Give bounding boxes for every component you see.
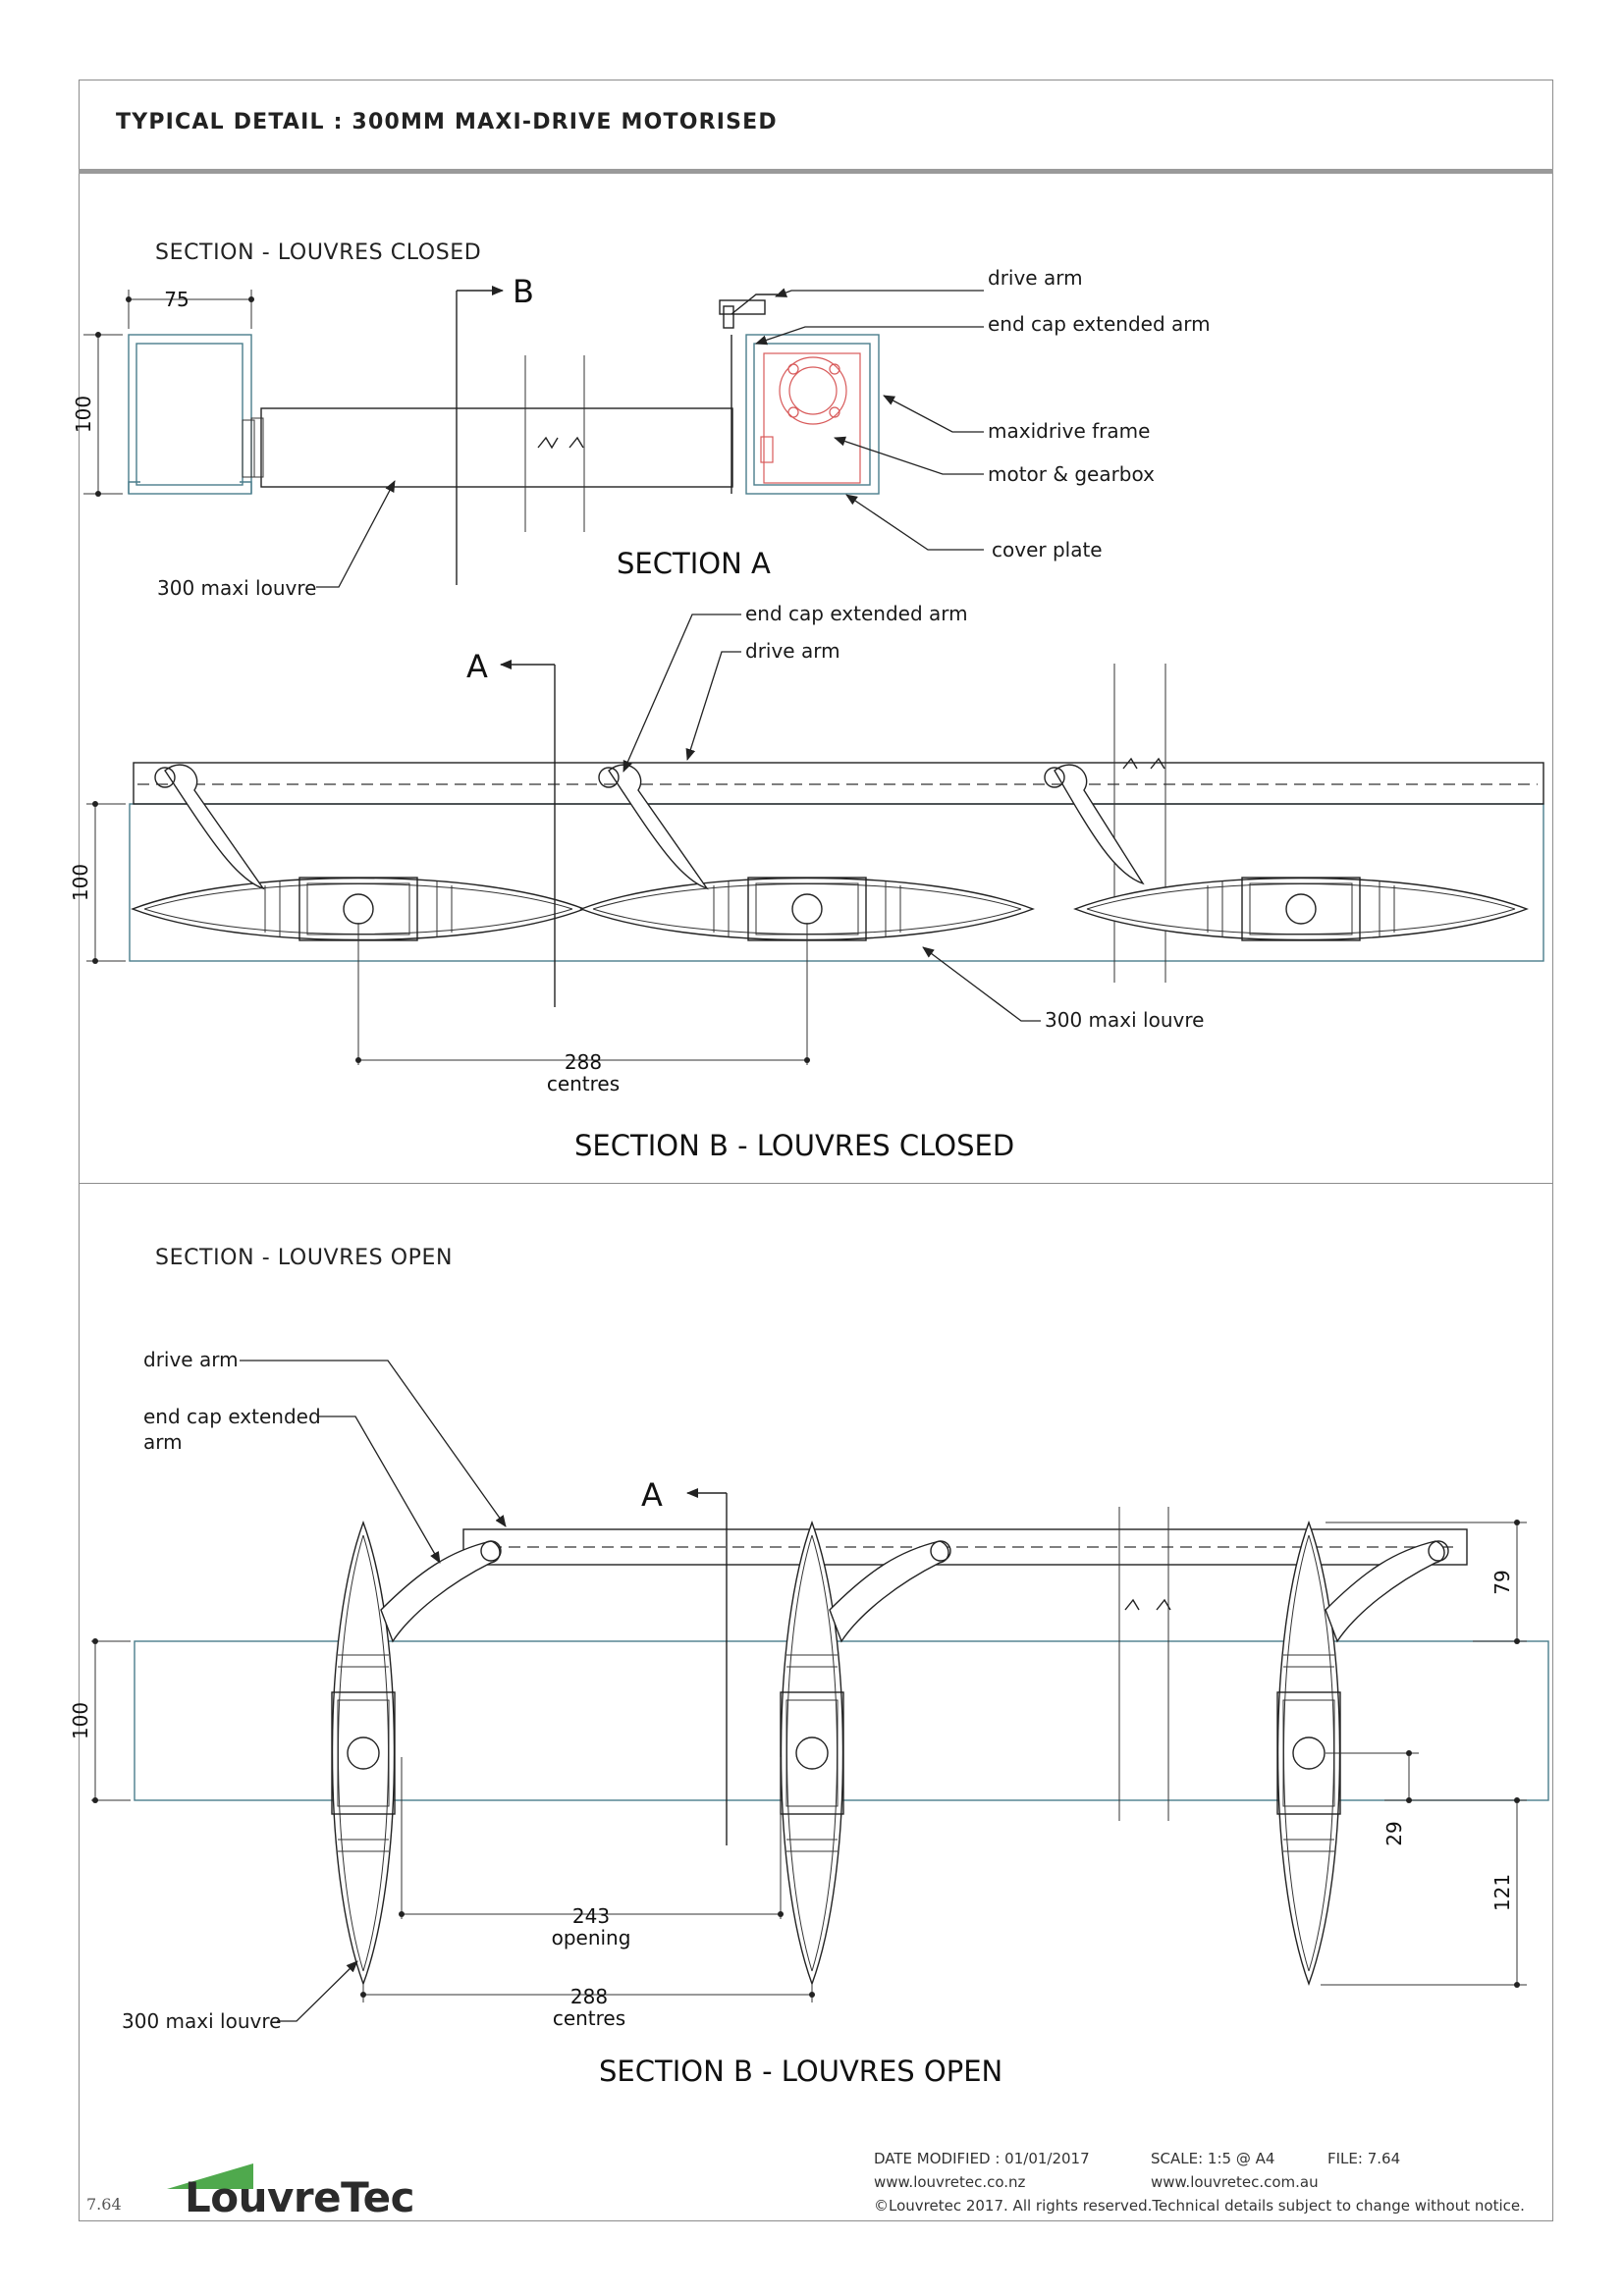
dimension-100-section-b-open: 100 [69,1638,131,1803]
label-cover-plate: cover plate [992,538,1103,561]
footer-copyright: ©Louvretec 2017. All rights reserved.Tec… [874,2197,1525,2215]
dim-centres-closed-label: centres [547,1072,620,1095]
dimension-stack-right: 79 29 121 [1321,1520,1527,1988]
footer-date: DATE MODIFIED : 01/01/2017 [874,2150,1090,2167]
title-block: DATE MODIFIED : 01/01/2017 SCALE: 1:5 @ … [874,2150,1525,2220]
page-title: TYPICAL DETAIL : 300MM MAXI-DRIVE MOTORI… [116,110,778,134]
logo-text: LouvreTec [185,2173,415,2221]
section-b-closed-title: SECTION B - LOUVRES CLOSED [574,1129,1014,1162]
section-closed-subtitle: SECTION - LOUVRES CLOSED [155,240,481,265]
label-drive-arm-open: drive arm [143,1348,239,1371]
dim-121-label: 121 [1490,1874,1514,1911]
footer-web-au: www.louvretec.com.au [1151,2173,1319,2191]
dimension-100-section-b-closed: 100 [69,801,126,964]
maxidrive-frame [719,294,880,495]
label-end-cap-arm-b-closed: end cap extended arm [745,602,968,625]
section-b-closed-drawing [129,664,1544,983]
marker-a-closed: A [466,648,488,685]
header-rule [79,169,1553,174]
label-end-cap-arm-a: end cap extended arm [988,312,1211,336]
logo-mark-icon [167,2163,253,2189]
section-divider [79,1183,1553,1184]
leaders-section-b-closed [623,614,1041,1022]
dim-288-open-label: 288 [570,1985,608,2008]
dimension-75: 75 [126,288,254,329]
section-b-open-drawing [134,1507,1549,1985]
section-line-a-open: A [641,1476,728,1845]
dimension-100-section-a: 100 [72,332,123,497]
label-drive-arm-a: drive arm [988,266,1083,290]
dim-79-label: 79 [1490,1570,1514,1594]
section-b-open-title: SECTION B - LOUVRES OPEN [599,2055,1002,2088]
section-a-title: SECTION A [617,547,771,580]
left-frame-profile [128,334,255,495]
dim-100-b-label: 100 [69,864,92,901]
marker-b: B [513,273,534,310]
dim-243-label: 243 [572,1904,610,1928]
drawing-frame [79,80,1553,2221]
section-line-b: B [456,273,534,585]
dimension-288-closed: 288 centres [355,923,810,1095]
dim-opening-label: opening [552,1926,631,1949]
sheet-number: 7.64 [86,2195,122,2214]
label-louvre-b-closed: 300 maxi louvre [1045,1008,1204,1032]
label-end-cap-arm-open-1: end cap extended [143,1405,321,1428]
leaders-section-b-open [240,1360,507,2022]
section-open-subtitle: SECTION - LOUVRES OPEN [155,1246,453,1270]
leaders-section-a [316,288,984,588]
label-maxidrive-frame: maxidrive frame [988,419,1150,443]
dim-29-label: 29 [1382,1821,1406,1845]
dimension-243-opening: 243 opening [399,1757,784,1949]
footer-scale: SCALE: 1:5 @ A4 [1151,2150,1275,2167]
louvretec-logo: LouvreTec [167,2163,442,2222]
marker-a-open: A [641,1476,663,1514]
dim-100-a-label: 100 [72,396,95,433]
dim-centres-open-label: centres [553,2006,625,2030]
label-louvre-open: 300 maxi louvre [122,2009,281,2033]
dim-75-label: 75 [164,288,189,311]
section-line-a-closed: A [466,648,556,1007]
dim-100-open-label: 100 [69,1702,92,1739]
footer-web-nz: www.louvretec.co.nz [874,2173,1026,2191]
louvre-tube [250,355,733,532]
dim-288-closed-label: 288 [565,1050,602,1074]
footer-file: FILE: 7.64 [1327,2150,1401,2167]
label-motor-gearbox: motor & gearbox [988,462,1155,486]
dimension-288-open: 288 centres [360,1983,815,2030]
label-louvre-a: 300 maxi louvre [157,576,316,600]
label-drive-arm-b-closed: drive arm [745,639,840,663]
label-end-cap-arm-open-2: arm [143,1430,183,1454]
